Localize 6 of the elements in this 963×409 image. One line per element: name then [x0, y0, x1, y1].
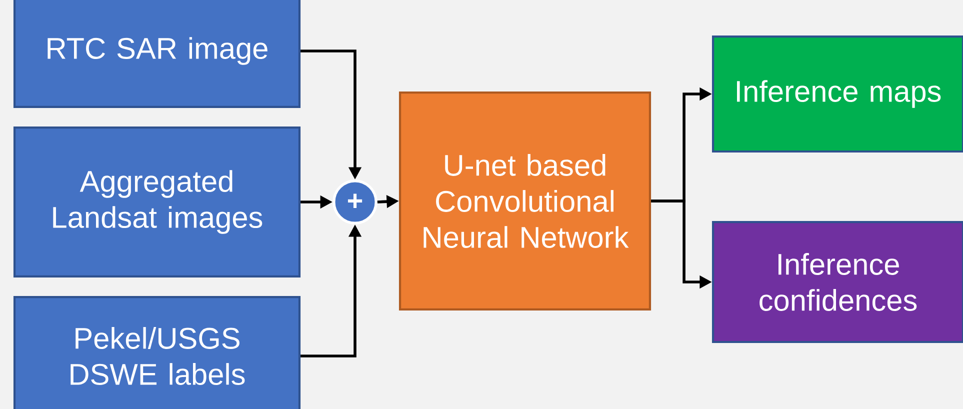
process-box: U-net based Convolutional Neural Network	[398, 91, 652, 311]
input-box: Pekel/USGS DSWE labels	[13, 296, 301, 409]
input-box: RTC SAR image	[13, 0, 301, 108]
output-box: Inference maps	[712, 35, 963, 153]
output-box: Inference confidences	[712, 220, 963, 344]
input-box: Aggregated Landsat images	[13, 126, 301, 278]
